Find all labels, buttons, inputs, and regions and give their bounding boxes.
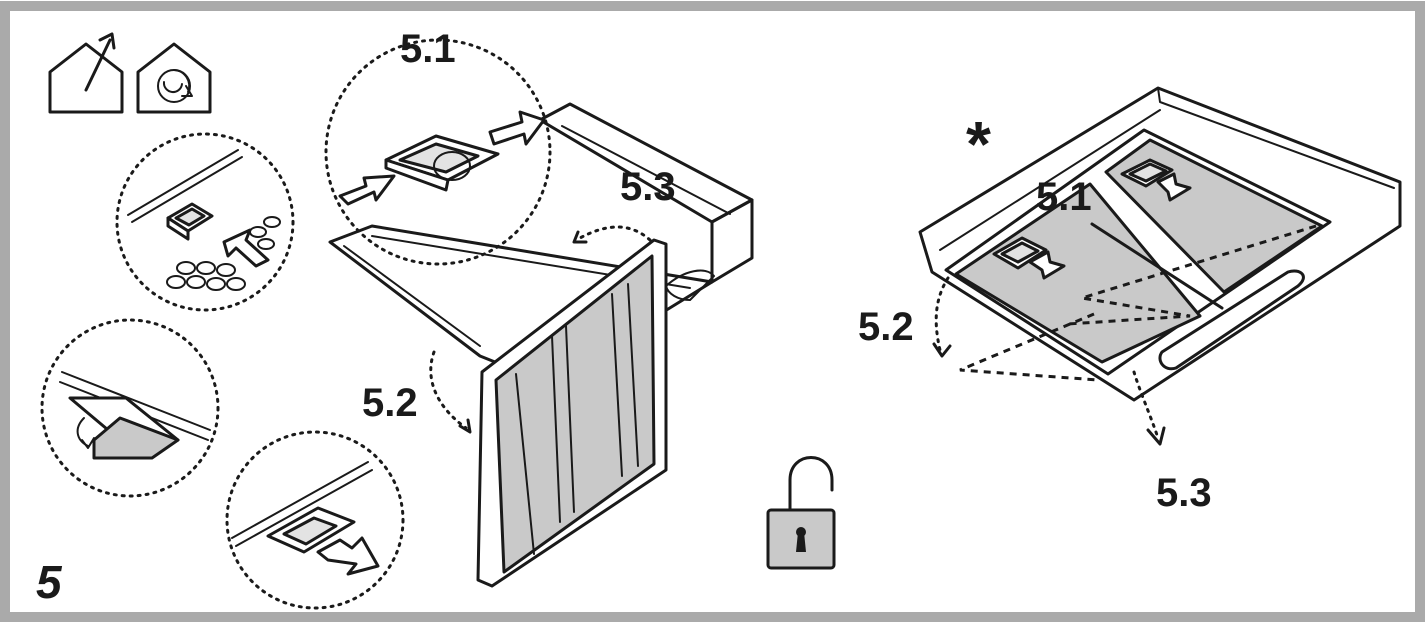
arrowhead-5-3-left [572, 230, 588, 244]
arrow-5-3-right [1132, 370, 1160, 440]
label-5-3-left: 5.3 [620, 165, 676, 209]
detail-circle-filter-tilt [40, 318, 220, 498]
arrowhead-5-2-left [458, 418, 472, 434]
arrowhead-5-2-right [932, 342, 952, 358]
arrowhead-5-3-right [1146, 426, 1166, 446]
step-number: 5 [36, 556, 63, 608]
arrow-5-2-right [934, 276, 950, 352]
arrow-5-2-left [429, 350, 468, 430]
unlocked-padlock-icon [766, 456, 836, 570]
detail-circle-latch-release [115, 132, 295, 312]
arrow-5-3-left [578, 225, 652, 242]
cooker-hood-right [918, 86, 1402, 402]
grease-filter-tilted [476, 238, 668, 588]
extraction-mode-icon [48, 32, 124, 114]
detail-circle-filter-removal [225, 430, 405, 610]
label-5-1-left: 5.1 [400, 27, 456, 71]
label-5-2-left: 5.2 [362, 381, 418, 425]
detail-circle-latch-slide [324, 38, 552, 266]
label-5-2-right: 5.2 [858, 305, 914, 349]
optional-marker: * [966, 108, 991, 180]
label-5-3-right: 5.3 [1156, 471, 1212, 515]
label-5-1-right: 5.1 [1036, 175, 1092, 219]
recirculation-mode-icon [136, 42, 212, 114]
